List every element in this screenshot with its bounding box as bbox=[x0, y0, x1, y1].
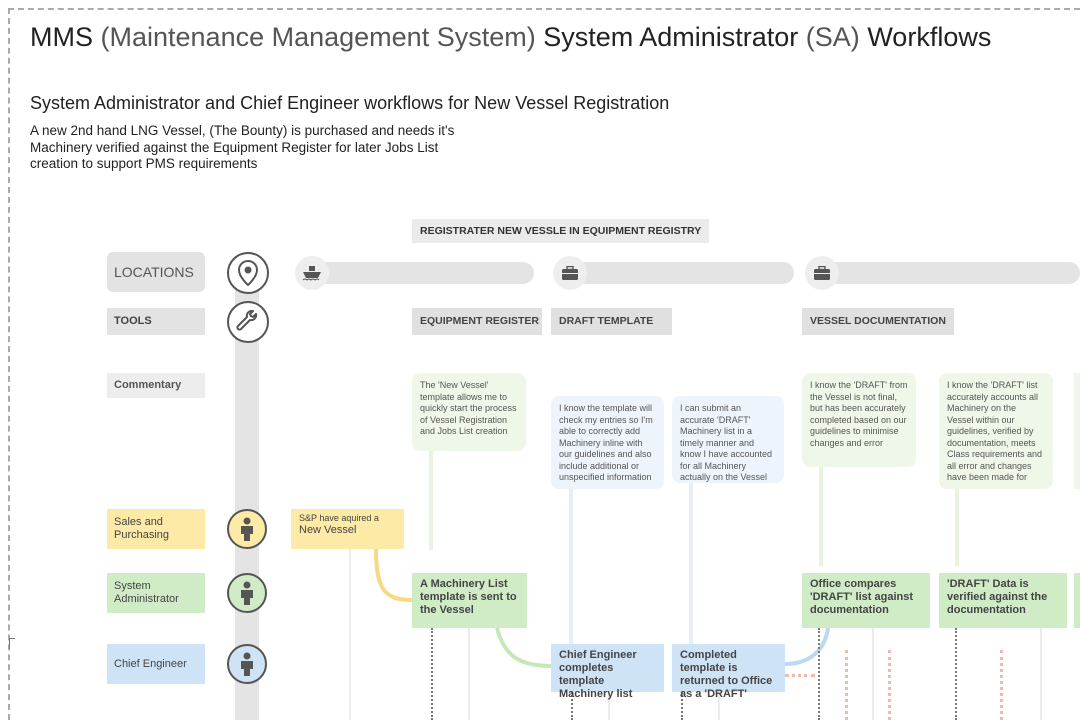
step-sp-acquired: S&P have aquired a New Vessel bbox=[291, 509, 404, 549]
comment-bubble: I can submit an accurate 'DRAFT' Machine… bbox=[672, 396, 784, 483]
title-sa: System Administrator bbox=[543, 22, 799, 52]
page-subtitle: System Administrator and Chief Engineer … bbox=[30, 93, 670, 113]
frame-border-top bbox=[8, 8, 1080, 10]
step-sp-acquired-line2: New Vessel bbox=[299, 524, 357, 536]
lane-line bbox=[468, 628, 470, 720]
step-chief-completes: Chief Engineer completes template Machin… bbox=[551, 644, 664, 700]
comment-stem bbox=[955, 488, 959, 566]
step-draft-verified: 'DRAFT' Data is verified against the doc… bbox=[939, 573, 1067, 628]
title-workflows: Workflows bbox=[867, 22, 992, 52]
comment-stem bbox=[429, 450, 433, 550]
pink-dotted-connector bbox=[785, 674, 815, 677]
connector-sales-to-sysadmin bbox=[374, 548, 413, 602]
dotted-line bbox=[571, 692, 573, 720]
comment-stem bbox=[689, 482, 693, 644]
phase-label: REGISTRATER NEW VESSLE IN EQUIPMENT REGI… bbox=[412, 219, 709, 243]
title-mms: MMS bbox=[30, 22, 93, 52]
row-label-tools: TOOLS bbox=[107, 308, 205, 335]
comment-bubble-partial bbox=[1074, 373, 1080, 489]
comment-stem bbox=[569, 488, 573, 644]
dotted-line bbox=[431, 628, 433, 720]
dotted-line bbox=[818, 628, 820, 720]
pink-dotted-line bbox=[888, 650, 891, 720]
pink-dotted-line bbox=[1000, 650, 1003, 720]
dotted-line bbox=[955, 628, 957, 720]
row-label-chief: Chief Engineer bbox=[107, 644, 205, 684]
row-label-commentary: Commentary bbox=[107, 373, 205, 398]
comment-bubble: I know the template will check my entrie… bbox=[551, 396, 664, 489]
wrench-icon bbox=[227, 301, 269, 343]
connector-sysadmin-to-chief bbox=[495, 627, 553, 668]
pink-dotted-line bbox=[845, 650, 848, 720]
tool-vessel-documentation: VESSEL DOCUMENTATION bbox=[802, 308, 954, 335]
step-completed-returned: Completed template is returned to Office… bbox=[672, 644, 785, 700]
comment-bubble: The 'New Vessel' template allows me to q… bbox=[412, 373, 526, 451]
margin-marker bbox=[9, 638, 15, 649]
description-line: Machinery verified against the Equipment… bbox=[30, 139, 439, 155]
comment-stem bbox=[819, 466, 823, 566]
description-line: A new 2nd hand LNG Vessel, (The Bounty) … bbox=[30, 123, 455, 138]
location-bar-ship bbox=[312, 262, 534, 284]
step-office-compares: Office compares 'DRAFT' list against doc… bbox=[802, 573, 930, 628]
ship-icon bbox=[295, 256, 329, 290]
frame-border-left bbox=[8, 8, 10, 720]
page-title: MMS (Maintenance Management System) Syst… bbox=[30, 22, 991, 53]
lane-line bbox=[608, 692, 610, 720]
step-sp-acquired-line1: S&P have aquired a bbox=[299, 513, 379, 523]
location-bar-office-1 bbox=[570, 262, 794, 284]
step-machinery-list-sent: A Machinery List template is sent to the… bbox=[412, 573, 527, 628]
description-line: creation to support PMS requirements bbox=[30, 156, 258, 171]
briefcase-icon bbox=[805, 256, 839, 290]
comment-bubble: I know the 'DRAFT' from the Vessel is no… bbox=[802, 373, 916, 467]
connector-chief-to-office bbox=[784, 627, 830, 666]
dotted-line bbox=[681, 692, 683, 720]
lane-line bbox=[349, 549, 351, 720]
person-icon bbox=[227, 509, 267, 549]
location-pin-icon bbox=[227, 252, 269, 294]
row-label-sales: Sales and Purchasing bbox=[107, 509, 205, 549]
lane-line bbox=[1040, 628, 1042, 720]
tool-equipment-register: EQUIPMENT REGISTER bbox=[412, 308, 542, 335]
person-icon bbox=[227, 573, 267, 613]
row-label-sysadmin: System Administrator bbox=[107, 573, 205, 613]
step-box-partial bbox=[1074, 573, 1080, 628]
briefcase-icon bbox=[553, 256, 587, 290]
title-mms-full: (Maintenance Management System) bbox=[93, 22, 544, 52]
tool-draft-template: DRAFT TEMPLATE bbox=[551, 308, 672, 335]
lane-line bbox=[718, 692, 720, 720]
person-icon bbox=[227, 644, 267, 684]
location-bar-office-2 bbox=[822, 262, 1080, 284]
page-description: A new 2nd hand LNG Vessel, (The Bounty) … bbox=[30, 123, 460, 173]
lane-line bbox=[872, 628, 874, 720]
row-label-locations: LOCATIONS bbox=[107, 252, 205, 292]
title-sa-abbr: (SA) bbox=[798, 22, 868, 52]
comment-bubble: I know the 'DRAFT' list accurately accou… bbox=[939, 373, 1053, 489]
